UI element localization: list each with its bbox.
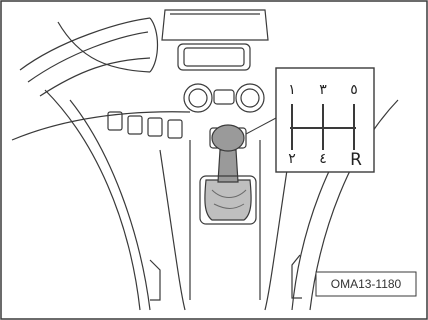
reference-code-box: OMA13-1180 (316, 272, 416, 296)
gear-label-3: ٣ (319, 82, 327, 98)
gear-label-reverse: R (350, 150, 362, 170)
gear-label-5: ٥ (350, 82, 358, 98)
shift-pattern-callout: ١ ٣ ٥ ٢ ٤ R (276, 68, 374, 172)
gear-label-1: ١ (288, 82, 296, 98)
gear-label-2: ٢ (288, 151, 296, 167)
gear-label-4: ٤ (319, 151, 327, 167)
reference-code: OMA13-1180 (331, 277, 402, 291)
